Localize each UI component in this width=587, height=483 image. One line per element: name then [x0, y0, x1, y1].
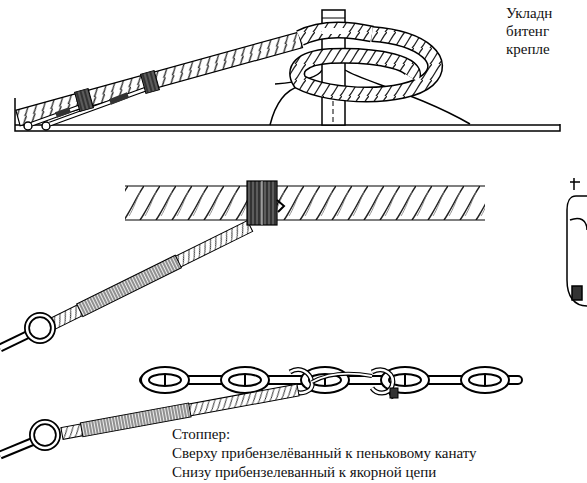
chain-stopper-part	[32, 422, 58, 448]
partial-figure-part	[572, 286, 582, 300]
rope-stopper-part	[247, 181, 277, 225]
anchor-chain-part	[404, 374, 406, 386]
chain-stopper-part	[390, 388, 398, 398]
hemp-rope-part	[125, 219, 485, 220]
note-text: крепле	[506, 41, 550, 58]
anchor-chain-part	[221, 367, 269, 393]
deck-stoppers	[24, 70, 159, 130]
partial-figure-part	[570, 218, 587, 230]
deck-stoppers-part	[110, 95, 128, 102]
anchor-chain-part	[469, 374, 501, 386]
hawser-rope-part	[297, 34, 435, 95]
bitt-post-part	[322, 18, 345, 19]
note-text: Укладн	[506, 5, 552, 22]
anchor-chain-part	[484, 374, 486, 386]
anchor-chain-part	[461, 367, 509, 393]
hemp-rope-part	[125, 185, 485, 186]
hemp-rope-part	[125, 186, 485, 220]
deck-stoppers-part	[75, 88, 94, 111]
anchor-chain-part	[229, 374, 261, 386]
rope-stopper-part	[262, 181, 263, 225]
chain-stopper-part	[312, 374, 372, 382]
chain-stopper-part	[0, 441, 34, 455]
chain-stopper	[0, 370, 398, 455]
deck-stoppers-part-part	[75, 88, 94, 111]
deck-stoppers-part	[24, 122, 32, 130]
hawser-rope	[16, 28, 435, 126]
rope-stopper-part	[27, 315, 53, 341]
note-text: битенг	[506, 23, 549, 40]
anchor-chain-part	[244, 374, 246, 386]
deck-plate-part	[270, 86, 300, 125]
caption-line: Сверху прибензелёванный к пеньковому кан…	[172, 445, 477, 462]
deck-stoppers-part	[50, 89, 146, 124]
rope-stopper-part	[0, 334, 29, 348]
anchor-chain-part	[164, 374, 166, 386]
chain-stopper-part	[0, 441, 34, 455]
hawser-rope-part-part	[16, 32, 303, 126]
hemp-rope	[125, 186, 485, 220]
chain-stopper-part	[312, 374, 372, 382]
partial-figure-part	[570, 178, 580, 190]
partial-figure	[567, 178, 587, 306]
hawser-rope-part	[322, 28, 345, 34]
hawser-rope-part	[297, 34, 435, 95]
rope-stopper-part	[48, 220, 253, 331]
anchor-chain-part	[141, 367, 189, 393]
anchor-chain-part	[149, 374, 181, 386]
deck-plate-part	[15, 124, 560, 126]
rope-stopper-part	[277, 200, 284, 212]
chain-stopper-part	[32, 422, 58, 448]
deck-stoppers-part	[42, 122, 50, 130]
caption-line: Снизу прибензелеванный к якорной цепи	[172, 464, 436, 481]
rope-stopper-part	[27, 315, 53, 341]
caption-heading: Стоппер:	[172, 426, 230, 443]
rope-stopper-part-part	[77, 255, 182, 316]
rope-stopper-part-part	[48, 221, 252, 330]
rope-stopper	[0, 181, 284, 348]
anchor-chain	[140, 367, 522, 393]
partial-figure-part	[567, 196, 587, 306]
deck-stoppers-part	[56, 110, 70, 115]
deck-stoppers-part	[50, 89, 146, 124]
deck-stoppers-part-part	[141, 70, 160, 93]
hawser-rope-part	[16, 32, 303, 126]
rope-stopper-part	[0, 334, 29, 348]
deck-stoppers-part	[141, 70, 160, 93]
